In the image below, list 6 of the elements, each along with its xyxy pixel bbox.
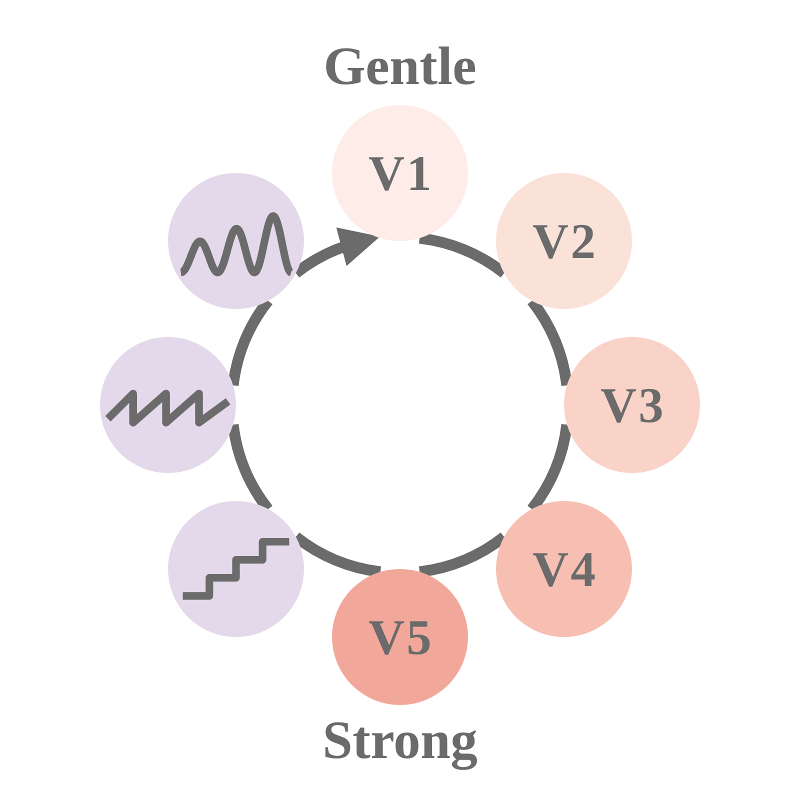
- level-label: V5: [367, 612, 434, 662]
- scale-label: Gentle: [324, 39, 476, 93]
- level-label: V3: [599, 380, 666, 430]
- level-label: V4: [531, 544, 598, 594]
- level-label: V2: [531, 216, 598, 266]
- level-label: V1: [367, 148, 434, 198]
